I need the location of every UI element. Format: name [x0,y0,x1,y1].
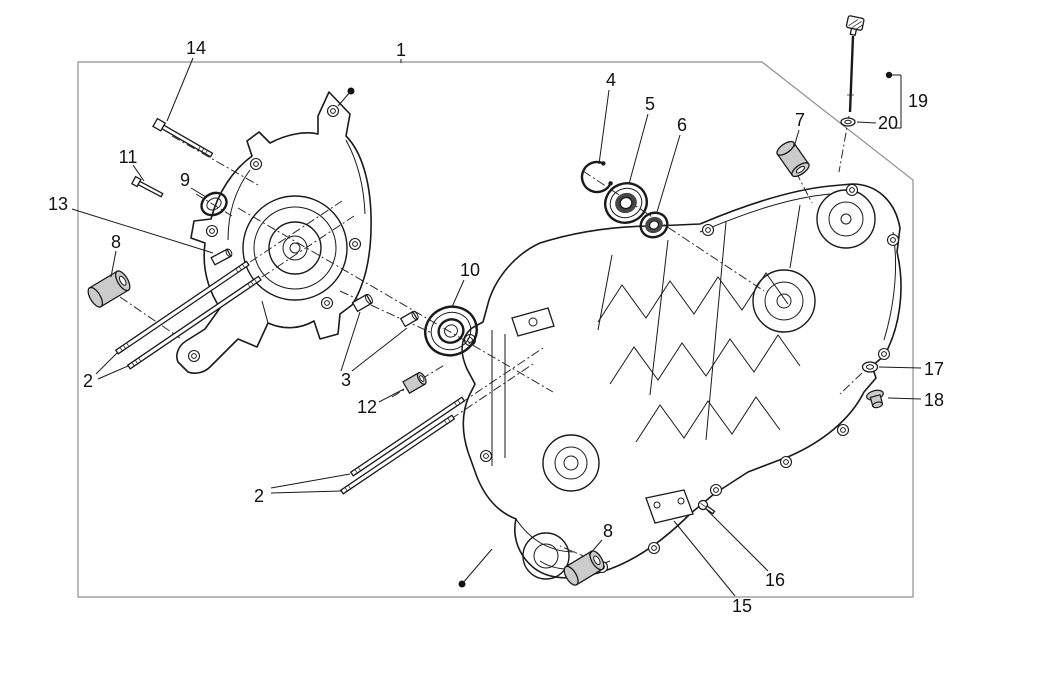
callout-5: 5 [645,94,655,114]
bolt-hole [647,541,661,555]
bolt-hole [709,483,723,497]
bolt-hole [845,183,859,197]
callout-14: 14 [186,38,206,58]
callout-18: 18 [924,390,944,410]
mount-bushing-part-8-bottom [563,550,605,586]
callout-16: 16 [765,570,785,590]
right-crankcase-half [461,183,902,580]
callout-8-bottom: 8 [603,521,613,541]
circlip-part-4 [580,160,613,194]
center-boss-bore [752,269,816,333]
bolt-hole [205,224,219,238]
crank-bore-outer [242,195,348,301]
bolt-hole [836,423,850,437]
callout-9: 9 [180,170,190,190]
small-bushing-part-12 [402,372,427,394]
callout-8-left: 8 [111,232,121,252]
webbing-ribs [597,204,801,443]
bolt-hole [249,157,263,171]
bolt-hole [886,233,900,247]
callout-12: 12 [357,397,377,417]
oil-seal-part-9 [200,191,228,217]
callout-15: 15 [732,596,752,616]
ball-bearing-part-10 [424,305,478,357]
callout-20: 20 [878,113,898,133]
bolt-hole [326,104,340,118]
callout-11: 11 [119,147,138,167]
callout-17: 17 [924,359,944,379]
bolt-hole [701,223,715,237]
shaft-seal-part-6 [639,211,669,239]
washer-part-17 [861,361,879,373]
callout-6: 6 [677,115,687,135]
callout-2-mid: 2 [254,486,264,506]
callout-7: 7 [795,110,805,130]
dowel-pin-part-13 [210,248,233,266]
sealing-washer-part-20 [840,117,856,127]
ball-bearing-part-5 [604,182,648,224]
bolt-hole [187,349,201,363]
callout-labels: 14 1 4 5 6 7 19 20 11 9 13 8 10 3 12 2 2… [48,38,944,616]
construction-axes [119,115,863,559]
callout-13: 13 [48,194,68,214]
crank-chamber-bore [542,434,600,492]
crank-bore-inner [268,221,322,275]
stud-pair-mid-part-2 [339,396,466,495]
stud-pair-left-part-2 [114,260,262,370]
bolt-hole [320,296,334,310]
retainer-plate-part-15 [645,489,694,524]
dowel-sleeve-part-3b [399,310,419,328]
assembly-boundary-frame [77,61,914,598]
callout-1: 1 [396,40,406,60]
drain-plug-part-18 [866,389,884,409]
mount-lug [511,307,555,337]
bolt-hole [348,237,362,251]
bolt-hole [877,347,891,361]
callout-3: 3 [341,370,351,390]
short-stud-part-11 [130,175,164,198]
callout-2-left: 2 [83,371,93,391]
bushing-part-7 [776,140,810,178]
mount-bushing-part-8-left [87,270,131,308]
callout-19: 19 [908,91,928,111]
screw-part-16 [697,499,716,515]
dowel-sleeve-part-3a [351,293,373,313]
leader-lines [71,57,922,597]
belt-case-bore [522,532,570,580]
oil-dipstick-part-19 [845,15,865,113]
bolt-hole [779,455,793,469]
marker-dot [885,71,893,79]
callout-4: 4 [606,70,616,90]
flange-bolt-part-14 [152,117,214,158]
callout-10: 10 [460,260,480,280]
bolt-hole [479,449,493,463]
